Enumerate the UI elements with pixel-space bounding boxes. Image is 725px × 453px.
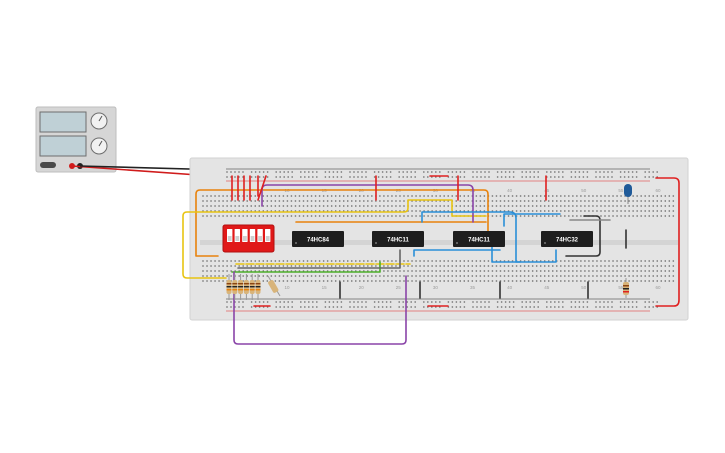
column-number-top: 45 [544,188,550,193]
chip-label: 74HC11 [468,238,490,244]
column-number-top: 50 [581,188,587,193]
resistor-icon[interactable] [238,274,244,300]
column-number-bottom: 30 [433,285,439,290]
column-number-bottom: 55 [618,285,624,290]
column-number-bottom: 20 [359,285,365,290]
chip-2[interactable]: 74HC11 [372,231,424,247]
wire-yellow[interactable] [182,199,487,279]
resistor-icon[interactable] [249,274,255,300]
chip-1[interactable]: 74HC84 [292,231,344,247]
wire-red[interactable] [375,175,547,201]
column-number-bottom: 60 [655,285,661,290]
resistor-icon[interactable] [623,278,629,298]
column-number-bottom: 50 [581,285,587,290]
resistor-icon[interactable] [267,275,281,297]
wire-red[interactable] [655,177,680,307]
chip-label: 74HC84 [307,238,330,244]
column-number-bottom: 15 [322,285,328,290]
wire-orange[interactable] [195,189,489,257]
wire-gray[interactable] [237,249,401,269]
led-icon[interactable] [624,184,632,204]
wire-blue[interactable] [413,249,501,257]
wire-black[interactable] [339,229,627,299]
power-switch[interactable] [40,162,56,168]
resistor-icon[interactable] [243,274,249,300]
wire-red[interactable] [231,175,267,201]
wire-gray[interactable] [565,215,601,257]
resistor-icon[interactable] [226,274,232,300]
column-number-bottom: 35 [470,285,476,290]
column-number-bottom: 45 [544,285,550,290]
column-number-bottom: 25 [396,285,402,290]
column-number-top: 40 [507,188,513,193]
chip-label: 74HC32 [556,238,579,244]
breadboard: 1010151520202525303035354040454550505555… [189,157,689,321]
column-number-top: 60 [655,188,661,193]
chip-3[interactable]: 74HC11 [453,231,505,247]
power-supply-icon[interactable] [35,106,117,173]
chip-label: 74HC11 [387,238,409,244]
resistor-icon[interactable] [232,274,238,300]
resistor-icon[interactable] [255,274,261,300]
wire-green[interactable] [231,261,381,273]
chip-4[interactable]: 74HC32 [541,231,593,247]
wire-purple[interactable] [233,271,407,345]
column-number-top: 55 [618,188,624,193]
column-number-bottom: 40 [507,285,513,290]
dip-switch[interactable] [222,224,275,253]
wire-blue[interactable] [503,213,561,227]
column-number-bottom: 10 [284,285,290,290]
